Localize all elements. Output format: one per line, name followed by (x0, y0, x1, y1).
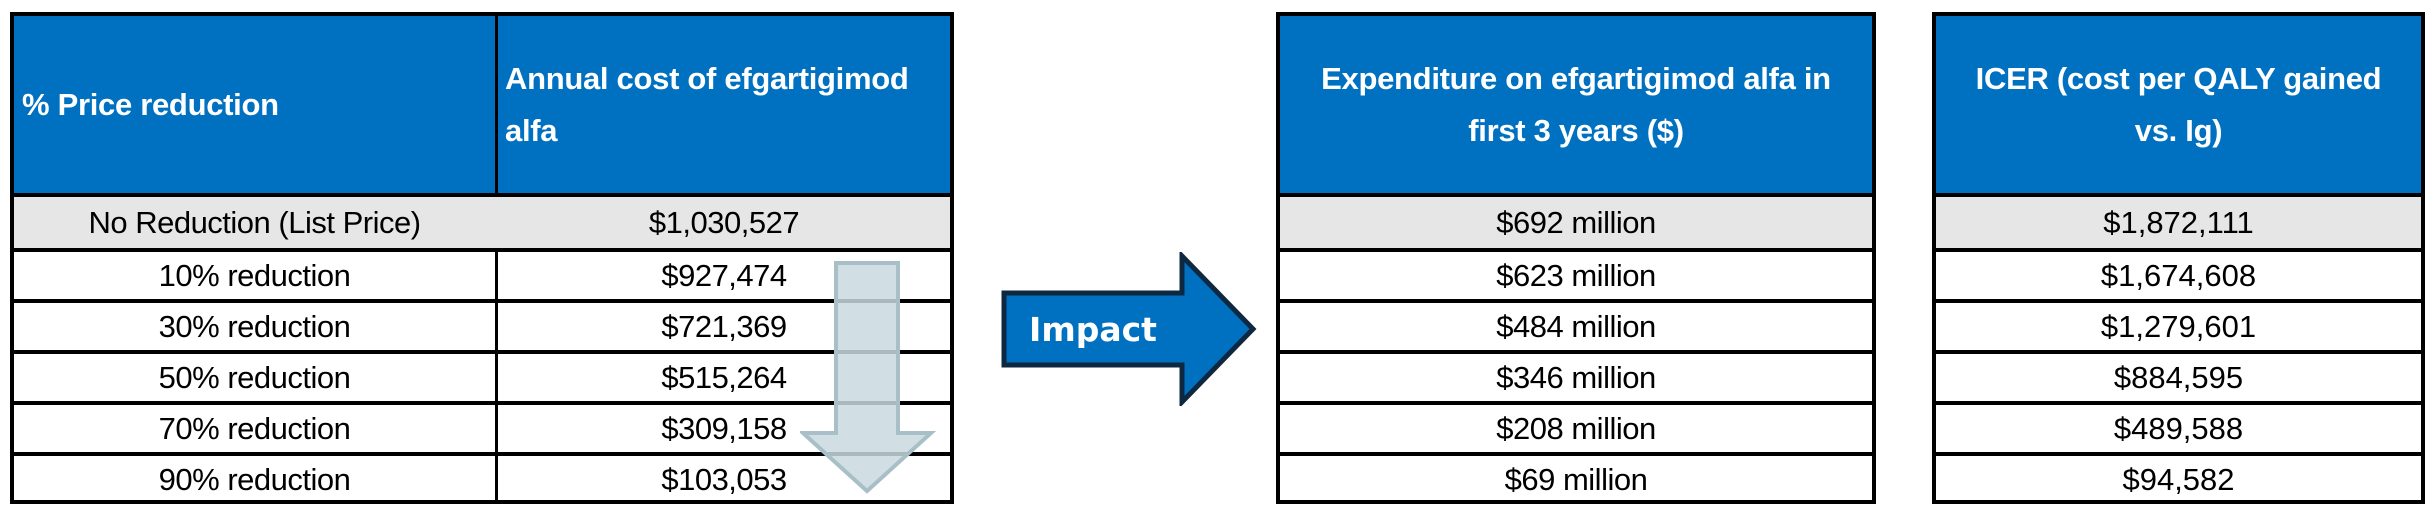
column-divider (495, 16, 498, 193)
price-reduction-table: % Price reduction Annual cost of efgarti… (10, 12, 954, 504)
table-row: 70% reduction $309,158 (14, 401, 950, 452)
header-icer: ICER (cost per QALY gained vs. Ig) (1975, 60, 2382, 148)
table-row: No Reduction (List Price) $1,030,527 (14, 197, 950, 248)
table-row: $1,872,111 (1936, 197, 2421, 248)
icer-table: ICER (cost per QALY gained vs. Ig) $1,87… (1932, 12, 2425, 504)
reduction-label: 50% reduction (158, 359, 351, 395)
annual-cost-value: $721,369 (661, 308, 787, 344)
reduction-label: 30% reduction (158, 308, 351, 344)
table-row: $1,279,601 (1936, 299, 2421, 350)
reduction-label: 90% reduction (158, 461, 351, 497)
annual-cost-value: $309,158 (661, 410, 787, 446)
expenditure-value: $623 million (1496, 257, 1656, 293)
reduction-label: 10% reduction (158, 257, 351, 293)
down-arrow-icon (800, 261, 937, 494)
header-price-reduction: % Price reduction (22, 86, 279, 122)
annual-cost-value: $103,053 (661, 461, 787, 497)
expenditure-value: $208 million (1496, 410, 1656, 446)
column-divider (495, 197, 498, 500)
expenditure-value: $692 million (1496, 204, 1656, 240)
table-row: $346 million (1280, 350, 1872, 401)
expenditure-value: $346 million (1496, 359, 1656, 395)
impact-arrow: Impact (1000, 252, 1258, 406)
table-row: 10% reduction $927,474 (14, 248, 950, 299)
table-row: $94,582 (1936, 452, 2421, 503)
annual-cost-value: $1,030,527 (648, 204, 800, 240)
table-header: Expenditure on efgartigimod alfa in firs… (1280, 16, 1872, 197)
table-row: $623 million (1280, 248, 1872, 299)
table-header: % Price reduction Annual cost of efgarti… (14, 16, 950, 197)
table-row: $69 million (1280, 452, 1872, 503)
reduction-label: No Reduction (List Price) (88, 204, 421, 240)
icer-value: $1,872,111 (2103, 204, 2254, 240)
icer-value: $94,582 (2122, 461, 2235, 497)
header-annual-cost: Annual cost of efgartigimod alfa (505, 60, 909, 148)
annual-cost-value: $927,474 (661, 257, 787, 293)
table-row: $884,595 (1936, 350, 2421, 401)
expenditure-table: Expenditure on efgartigimod alfa in firs… (1276, 12, 1876, 504)
expenditure-value: $484 million (1496, 308, 1656, 344)
table-row: $1,674,608 (1936, 248, 2421, 299)
table-row: 90% reduction $103,053 (14, 452, 950, 503)
table-row: $489,588 (1936, 401, 2421, 452)
reduction-label: 70% reduction (158, 410, 351, 446)
table-row: 30% reduction $721,369 (14, 299, 950, 350)
icer-value: $489,588 (2113, 410, 2244, 446)
table-row: $692 million (1280, 197, 1872, 248)
table-row: $208 million (1280, 401, 1872, 452)
impact-label: Impact (1029, 309, 1157, 349)
table-row: 50% reduction $515,264 (14, 350, 950, 401)
icer-value: $884,595 (2113, 359, 2244, 395)
right-arrow-icon (1001, 252, 1257, 406)
annual-cost-value: $515,264 (661, 359, 787, 395)
icer-value: $1,674,608 (2100, 257, 2257, 293)
table-row: $484 million (1280, 299, 1872, 350)
header-expenditure: Expenditure on efgartigimod alfa in firs… (1321, 60, 1831, 148)
expenditure-value: $69 million (1504, 461, 1648, 497)
table-header: ICER (cost per QALY gained vs. Ig) (1936, 16, 2421, 197)
icer-value: $1,279,601 (2100, 308, 2257, 344)
